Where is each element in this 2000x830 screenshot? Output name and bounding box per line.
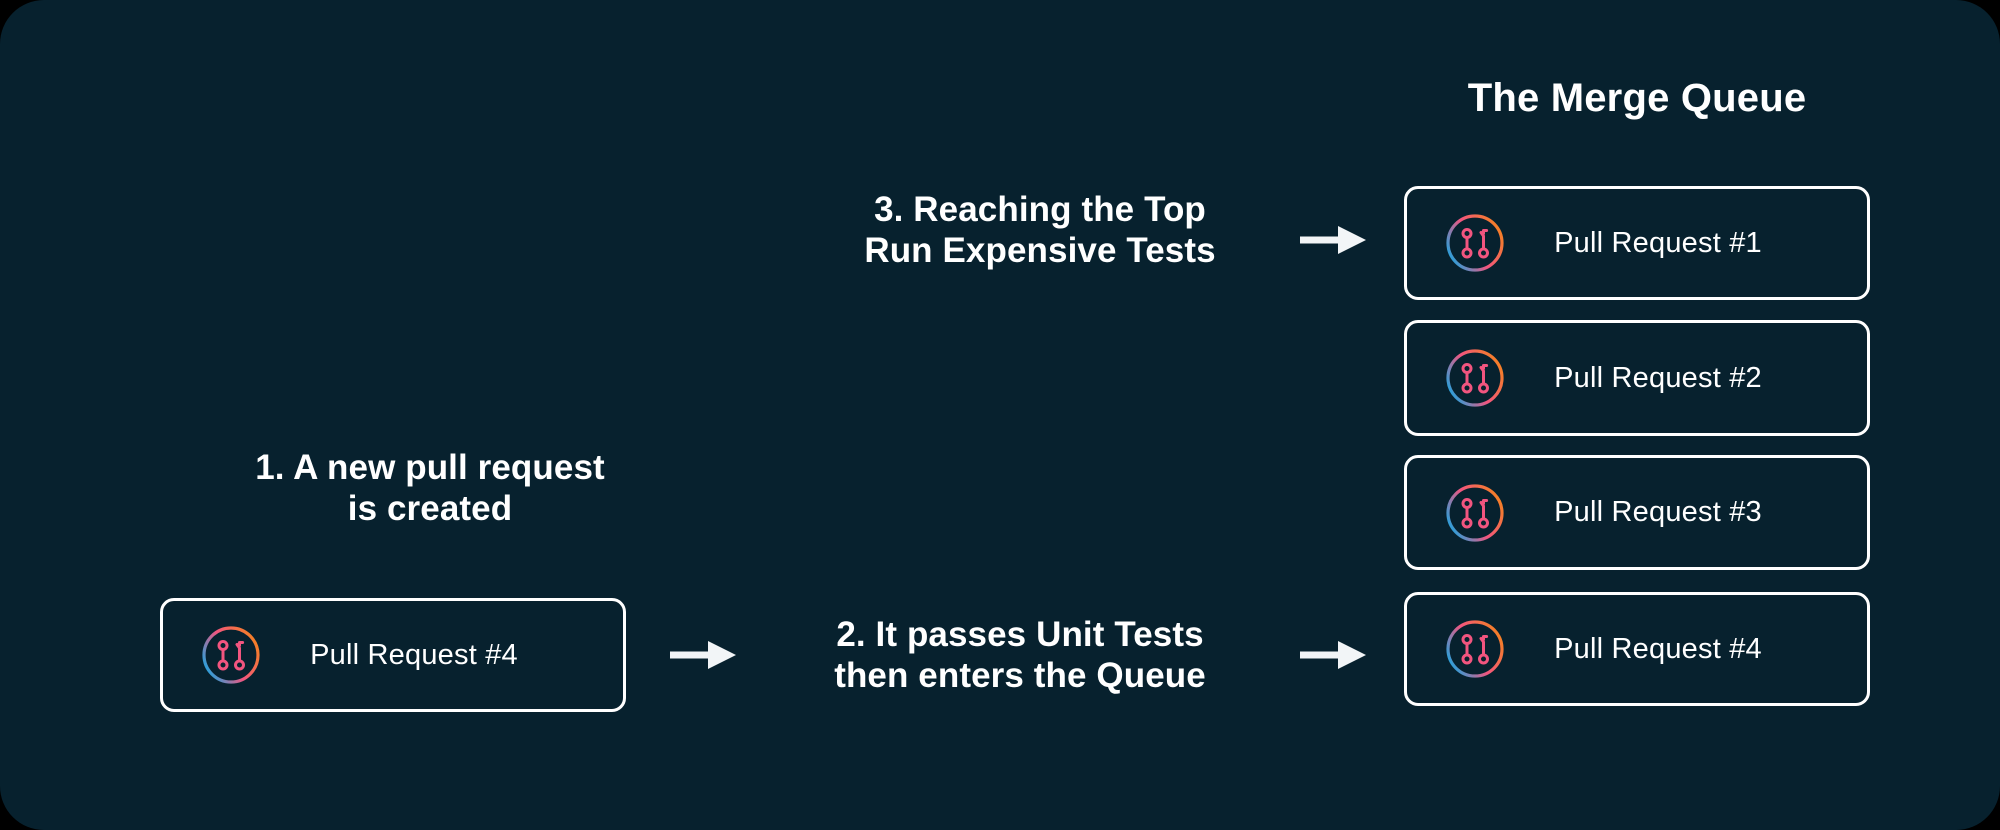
step-2-caption: 2. It passes Unit Tests then enters the … [700, 615, 1340, 697]
queue-card-pull-request-3[interactable]: Pull Request #3 [1404, 455, 1870, 570]
queue-card-label: Pull Request #1 [1554, 226, 1762, 259]
queue-card-pull-request-1[interactable]: Pull Request #1 [1404, 186, 1870, 300]
pull-request-icon [1446, 483, 1504, 542]
arrow-right-icon [1300, 226, 1366, 254]
queue-card-label: Pull Request #2 [1554, 361, 1762, 394]
queue-title: The Merge Queue [1467, 76, 1807, 120]
arrow-right-icon [1300, 641, 1366, 669]
step-1-caption: 1. A new pull request is created [90, 448, 770, 530]
step-3-line-1: 3. Reaching the Top [874, 190, 1206, 229]
pull-request-icon [1446, 214, 1504, 272]
pull-request-icon [1446, 349, 1504, 407]
arrow-right-icon [670, 641, 736, 669]
step-3-caption: 3. Reaching the Top Run Expensive Tests [720, 190, 1360, 272]
queue-card-label: Pull Request #3 [1554, 496, 1762, 528]
step-3-line-2: Run Expensive Tests [864, 230, 1216, 270]
step-2-line-2: then enters the Queue [834, 655, 1206, 695]
step-1-line-2: is created [347, 488, 513, 528]
new-pull-request-label: Pull Request #4 [310, 638, 518, 671]
queue-card-pull-request-2[interactable]: Pull Request #2 [1404, 320, 1870, 436]
new-pull-request-card[interactable]: Pull Request #4 [160, 598, 626, 712]
step-1-line-1: 1. A new pull request [255, 448, 605, 487]
queue-card-label: Pull Request #4 [1554, 632, 1762, 665]
pull-request-icon [202, 626, 260, 684]
pull-request-icon [1446, 620, 1504, 678]
step-2-line-1: 2. It passes Unit Tests [836, 615, 1204, 654]
queue-card-pull-request-4[interactable]: Pull Request #4 [1404, 592, 1870, 706]
